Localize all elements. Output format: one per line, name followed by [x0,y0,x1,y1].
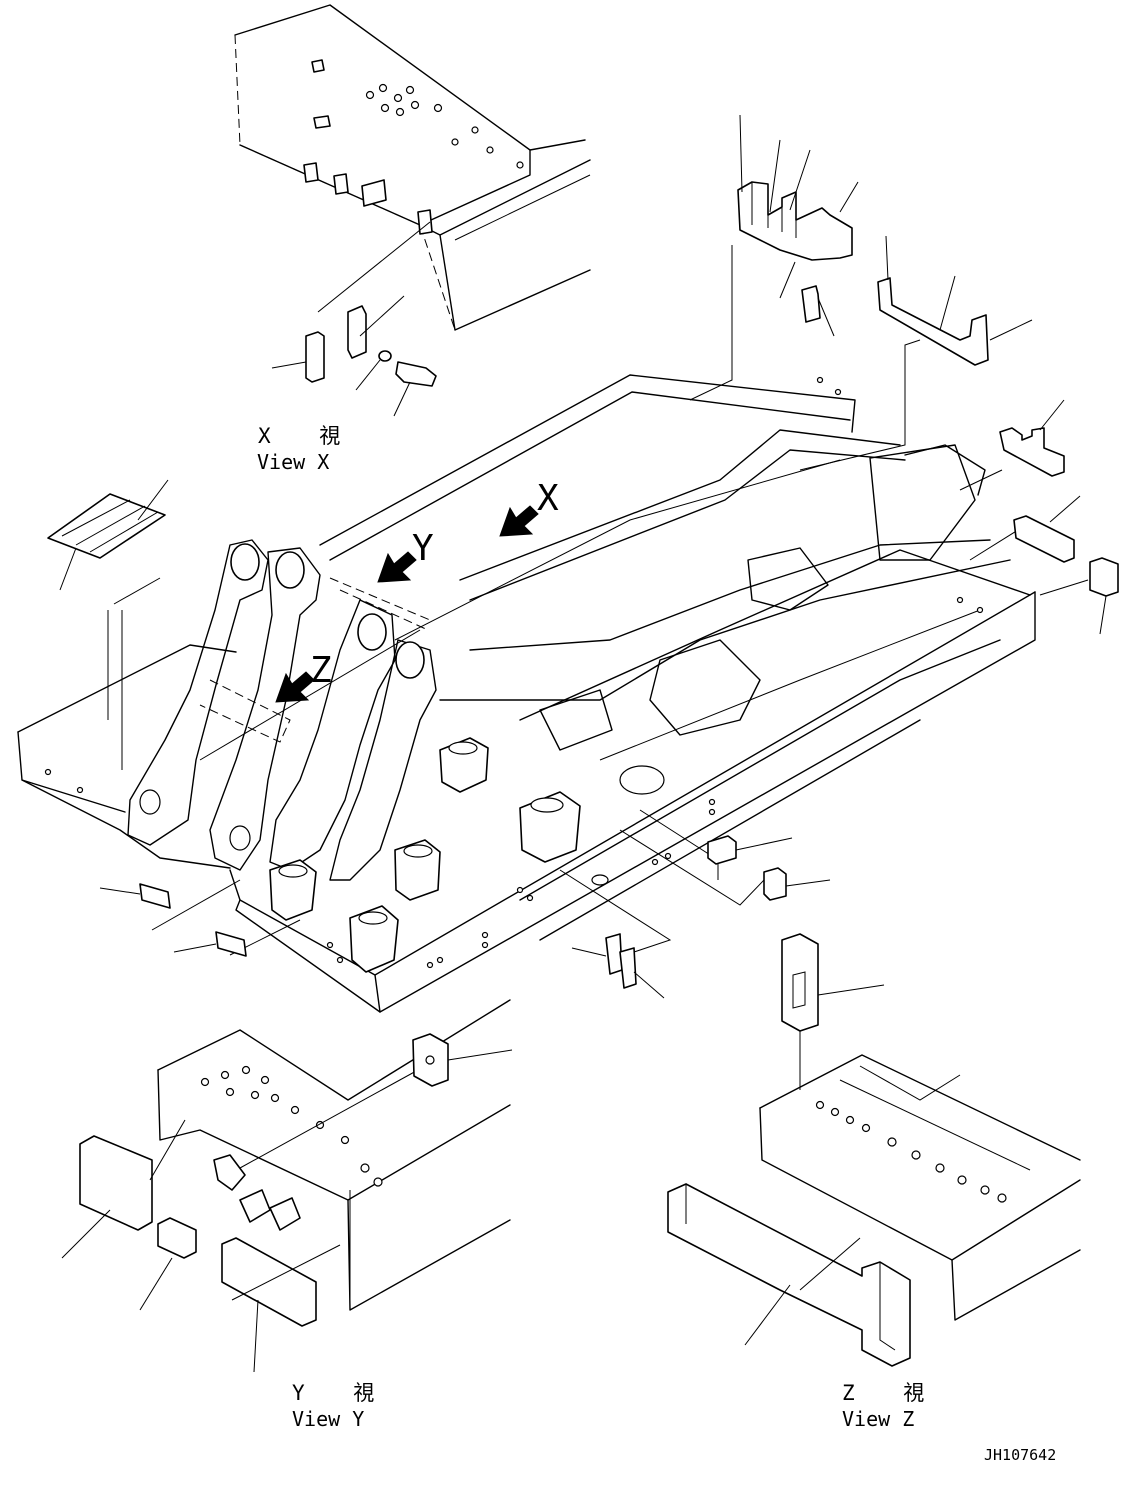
view-y-holes [200,1065,383,1187]
top-right-parts [737,114,1033,366]
drawing-id: JH107642 [984,1446,1056,1464]
view-x-en-label: View X [257,450,329,474]
view-z-en-label: View Z [842,1407,914,1431]
view-marker-z: Z [275,650,332,703]
view-z-holes [815,1100,1007,1203]
view-z-jp-label: Z 視 [842,1381,942,1405]
view-marker-z-label: Z [310,650,332,691]
view-x-inset: X 視 View X [234,4,591,474]
left-small-parts [47,479,169,770]
main-frame [17,245,1089,1040]
frame-rivets [44,376,984,969]
view-marker-y-label: Y [412,528,434,569]
view-x-jp-label: X 視 [258,424,358,448]
view-marker-x: X [499,478,559,537]
view-x-parts [271,295,437,417]
view-arrow-icon [377,551,417,583]
view-marker-y: Y [377,528,434,583]
view-arrow-icon [275,671,315,703]
right-blocks [99,399,1119,999]
view-x-holes [365,83,524,169]
view-arrow-icon [499,505,539,537]
view-marker-x-label: X [537,478,559,519]
view-z-inset: Z 視 View Z [667,933,1081,1431]
view-y-inset: Y 視 View Y [61,999,513,1431]
view-y-jp-label: Y 視 [292,1381,392,1405]
view-y-en-label: View Y [292,1407,364,1431]
